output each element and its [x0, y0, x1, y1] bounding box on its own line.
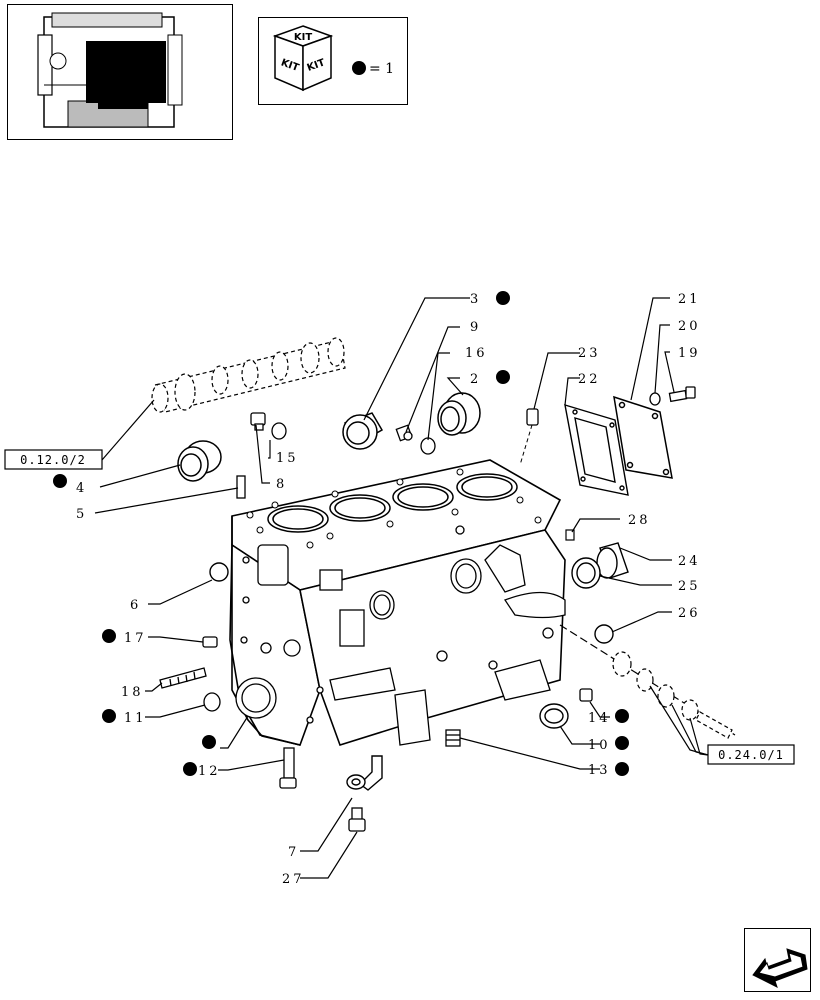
- callout-4: 4: [76, 481, 87, 496]
- kit-dot-icon: [496, 291, 510, 305]
- leader-lines: [94, 297, 709, 879]
- bolt-part-12: [279, 747, 297, 789]
- block-side-details: [257, 525, 566, 746]
- kit-cube-icon: KIT KIT KIT: [272, 25, 334, 92]
- kit-dot-icon: [615, 762, 629, 776]
- back-navigation-button[interactable]: [744, 928, 811, 992]
- callout-26: 26: [678, 606, 701, 621]
- washer-part-16: [420, 437, 436, 455]
- washer-part-15: [271, 422, 287, 440]
- dowel-part-17: [202, 636, 218, 648]
- plug-part-24: [596, 542, 629, 579]
- callout-14: 14: [588, 711, 611, 726]
- kit-legend-frame: KIT KIT KIT = 1: [258, 17, 408, 105]
- callout-16: 16: [465, 346, 488, 361]
- callout-19: 19: [678, 346, 701, 361]
- callout-3: 3: [470, 292, 481, 307]
- kit-equals-text: = 1: [369, 61, 394, 77]
- ref-box-left-label: 0.12.0/2: [20, 453, 86, 467]
- pin-part-5: [236, 475, 246, 499]
- gasket-part-22: [564, 403, 629, 496]
- bushing-part-2: [437, 392, 481, 436]
- seal-part-10: [539, 703, 569, 729]
- callout-2: 2: [470, 372, 481, 387]
- engine-thumbnail-icon: [37, 12, 183, 128]
- callout-13: 13: [588, 763, 611, 778]
- dowel-leader: [519, 424, 533, 466]
- block-front-details: [235, 556, 324, 724]
- engine-thumbnail-frame: [7, 4, 233, 140]
- plug-part-6: [209, 562, 229, 582]
- kit-dot-icon: [496, 370, 510, 384]
- crankshaft-dashed: [559, 624, 736, 739]
- callout-20: 20: [678, 319, 701, 334]
- kit-dot-markers: [53, 291, 629, 776]
- callout-5: 5: [76, 507, 87, 522]
- kit-dot-icon: [615, 736, 629, 750]
- bushing-part-4: [177, 440, 222, 482]
- callout-21: 21: [678, 292, 701, 307]
- callout-8: 8: [276, 477, 287, 492]
- bushing-part-3: [342, 412, 384, 450]
- stud-part-18: [159, 667, 207, 689]
- kit-legend: KIT KIT KIT = 1: [272, 25, 394, 92]
- ref-box-right-label: 0.24.0/1: [718, 748, 784, 762]
- callout-9: 9: [470, 320, 481, 335]
- callout-27: 27: [282, 872, 305, 887]
- callout-11: 11: [124, 711, 147, 726]
- ref-box-left[interactable]: [4, 449, 103, 470]
- callout-6: 6: [130, 598, 141, 613]
- cap-part-26: [594, 624, 614, 644]
- plug-part-9: [395, 424, 413, 442]
- plug-part-8: [250, 412, 266, 431]
- kit-dot-icon: [183, 762, 197, 776]
- callout-12: 12: [198, 764, 221, 779]
- ring-part-25: [571, 557, 601, 589]
- callout-17: 17: [124, 631, 147, 646]
- callout-10: 10: [588, 738, 611, 753]
- cylinder-bores: [267, 473, 518, 533]
- deck-holes: [246, 468, 542, 549]
- kit-dot-icon: [202, 735, 216, 749]
- dowel-part-28: [565, 529, 575, 541]
- kit-dot-icon: [352, 61, 366, 75]
- bolt-part-27: [348, 807, 366, 832]
- callout-23: 23: [578, 346, 601, 361]
- callout-24: 24: [678, 554, 701, 569]
- dowel-part-14: [579, 688, 593, 702]
- camshaft: [151, 337, 346, 413]
- plug-part-13: [445, 729, 461, 747]
- kit-dot-icon: [615, 709, 629, 723]
- kit-word-top: KIT: [294, 32, 312, 43]
- kit-dot-icon: [102, 629, 116, 643]
- callout-7: 7: [288, 845, 299, 860]
- washer-part-20: [649, 392, 661, 406]
- kit-dot-icon: [102, 709, 116, 723]
- callout-15: 15: [276, 451, 299, 466]
- dowel-part-23: [526, 408, 539, 426]
- ref-box-right[interactable]: [707, 744, 795, 765]
- callout-18: 18: [121, 685, 144, 700]
- cover-plate-part-21: [613, 395, 673, 479]
- callout-25: 25: [678, 579, 701, 594]
- back-arrow-icon: [752, 948, 808, 988]
- callout-22: 22: [578, 372, 601, 387]
- kit-dot-icon: [53, 474, 67, 488]
- callout-labels: 3 9 16 2 23 22 21 20 19 4 5 15 8 28 24 2…: [76, 292, 701, 887]
- bolt-part-19: [668, 386, 696, 403]
- fitting-part-7: [346, 755, 383, 791]
- callout-28: 28: [628, 513, 651, 528]
- plug-part-11: [203, 692, 221, 712]
